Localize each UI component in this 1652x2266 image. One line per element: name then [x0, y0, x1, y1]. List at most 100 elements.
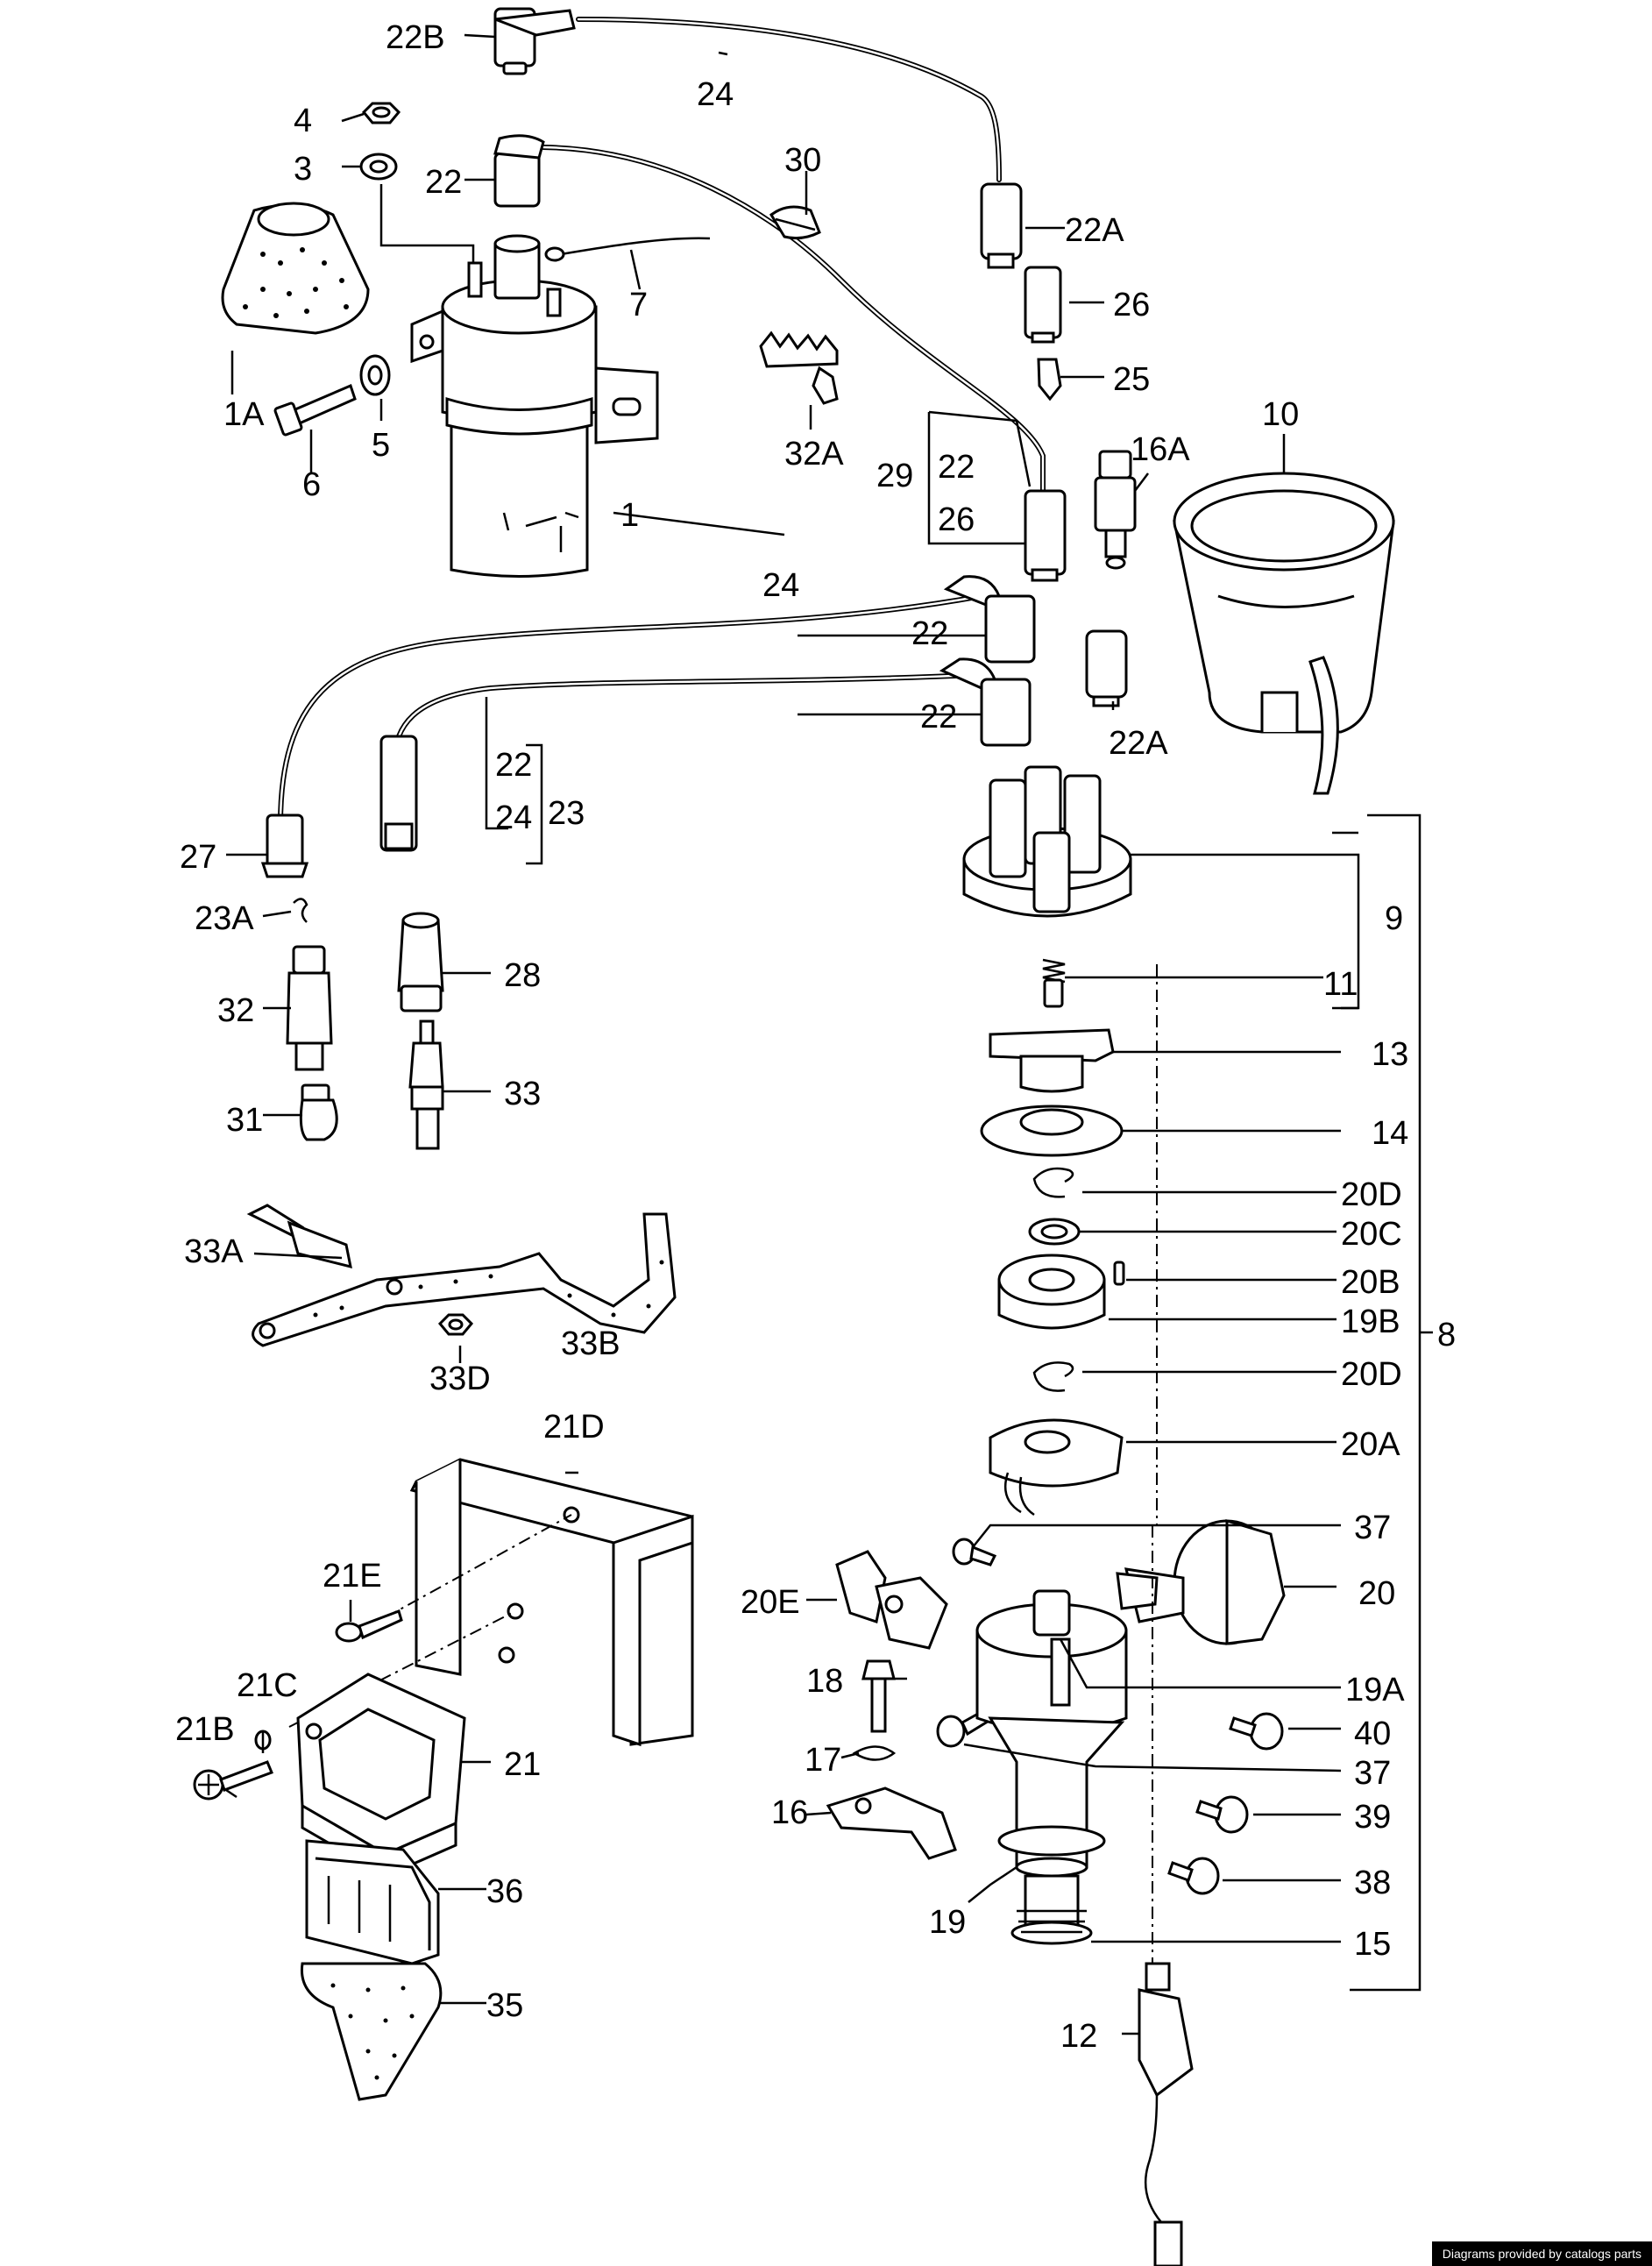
label-22B: 22B	[386, 19, 445, 56]
label-10: 10	[1262, 396, 1299, 433]
label-33: 33	[504, 1076, 541, 1112]
label-37-bottom: 37	[1354, 1755, 1391, 1792]
label-22A-lower: 22A	[1109, 725, 1168, 762]
credit-footer: Diagrams provided by catalogs parts	[1431, 2241, 1652, 2266]
label-24-bracket-23: 24	[495, 799, 532, 836]
washer-20C	[1028, 1218, 1081, 1246]
label-20B: 20B	[1341, 1264, 1400, 1301]
wire-holder-32A	[759, 330, 839, 405]
washer-17	[852, 1745, 897, 1761]
plug-connector-23	[379, 735, 418, 852]
label-26: 26	[1113, 287, 1150, 323]
wire-coil-to-distributor	[541, 145, 1046, 511]
label-16: 16	[771, 1794, 808, 1831]
wiring-connector-12	[1138, 1962, 1194, 2266]
label-9: 9	[1385, 900, 1403, 937]
label-35: 35	[486, 1987, 523, 2024]
label-28: 28	[504, 957, 541, 994]
screw-38	[1167, 1857, 1220, 1895]
plug-connector-22-coil	[493, 134, 545, 208]
label-8: 8	[1437, 1317, 1456, 1353]
nut-4	[361, 102, 401, 124]
label-38: 38	[1354, 1865, 1391, 1901]
ignition-coil-1	[410, 234, 659, 578]
label-21C: 21C	[237, 1667, 298, 1704]
distributor-cap-9	[962, 765, 1132, 918]
rubber-boot-35	[300, 1962, 443, 2101]
label-37-top: 37	[1354, 1509, 1391, 1546]
label-33B: 33B	[561, 1325, 620, 1362]
label-18: 18	[806, 1663, 843, 1700]
label-22: 22	[425, 164, 462, 201]
pin-20B	[1113, 1261, 1125, 1286]
screw-37-top	[952, 1538, 997, 1566]
label-20: 20	[1358, 1575, 1395, 1612]
label-21B: 21B	[175, 1711, 235, 1748]
label-21E: 21E	[323, 1558, 382, 1595]
vacuum-unit-20	[1116, 1518, 1286, 1645]
label-20D-bottom: 20D	[1341, 1356, 1402, 1393]
cap-31	[299, 1083, 338, 1141]
coil-cap-1A	[221, 202, 370, 335]
breaker-plate-19B	[997, 1254, 1106, 1330]
lock-washer-3	[359, 153, 398, 181]
screw-40	[1229, 1712, 1284, 1751]
spark-plug-connector-26	[1024, 489, 1067, 582]
label-20E: 20E	[741, 1584, 800, 1621]
label-29: 29	[876, 458, 913, 494]
wire-23-lower	[392, 672, 975, 765]
label-22-bracket: 22	[938, 449, 975, 486]
plug-connector-22B	[493, 7, 576, 75]
connector-28	[397, 912, 444, 1012]
label-40: 40	[1354, 1715, 1391, 1752]
label-20D-top: 20D	[1341, 1176, 1402, 1213]
label-5: 5	[372, 427, 390, 464]
label-24-middle: 24	[762, 567, 799, 604]
hall-sender-20A	[989, 1418, 1124, 1517]
screw-39	[1195, 1795, 1249, 1834]
label-11: 11	[1323, 966, 1358, 1003]
label-20C: 20C	[1341, 1216, 1402, 1253]
label-21: 21	[504, 1746, 541, 1783]
screw-21E	[335, 1609, 403, 1643]
leader-lines	[223, 33, 1433, 2035]
label-22-lower: 22	[920, 699, 957, 735]
label-20A: 20A	[1341, 1426, 1400, 1463]
label-32: 32	[217, 992, 254, 1029]
label-3: 3	[294, 151, 312, 188]
wire-24-top	[576, 17, 1002, 182]
label-22A: 22A	[1065, 212, 1124, 249]
plug-connector-22-lower	[939, 657, 1032, 747]
sensor-16A	[1094, 450, 1137, 570]
bolt-18	[861, 1659, 896, 1733]
label-19A: 19A	[1345, 1672, 1405, 1708]
plug-connector-22A-top	[980, 182, 1023, 269]
terminal-25	[1037, 358, 1062, 401]
label-33A: 33A	[184, 1233, 244, 1270]
label-25: 25	[1113, 361, 1150, 398]
rotor-13	[989, 1028, 1115, 1093]
label-36: 36	[486, 1873, 523, 1910]
wiring-plug-36	[305, 1839, 440, 1965]
label-16A: 16A	[1131, 431, 1190, 468]
label-1: 1	[620, 497, 639, 534]
plug-connector-22-middle	[943, 575, 1036, 664]
circlip-20D-bottom	[1032, 1361, 1074, 1392]
ground-wire-7	[544, 237, 711, 262]
label-15: 15	[1354, 1926, 1391, 1963]
label-30: 30	[784, 142, 821, 179]
connector-32	[286, 945, 333, 1071]
spark-plug-33	[408, 1019, 444, 1150]
wire-clip-30	[769, 205, 821, 240]
label-4: 4	[294, 103, 312, 139]
wire-24-middle	[278, 593, 984, 827]
callout-labels: 22B 24 4 3 22 30 22A 7 1A 6 5 26 25 32A …	[175, 19, 1456, 2055]
label-23: 23	[548, 795, 585, 832]
label-1A: 1A	[223, 396, 265, 433]
washer-5	[359, 354, 391, 396]
sensor-33A	[246, 1204, 352, 1269]
label-39: 39	[1354, 1799, 1391, 1836]
label-22-middle: 22	[911, 615, 948, 652]
label-24: 24	[697, 76, 734, 113]
label-6: 6	[302, 466, 321, 503]
